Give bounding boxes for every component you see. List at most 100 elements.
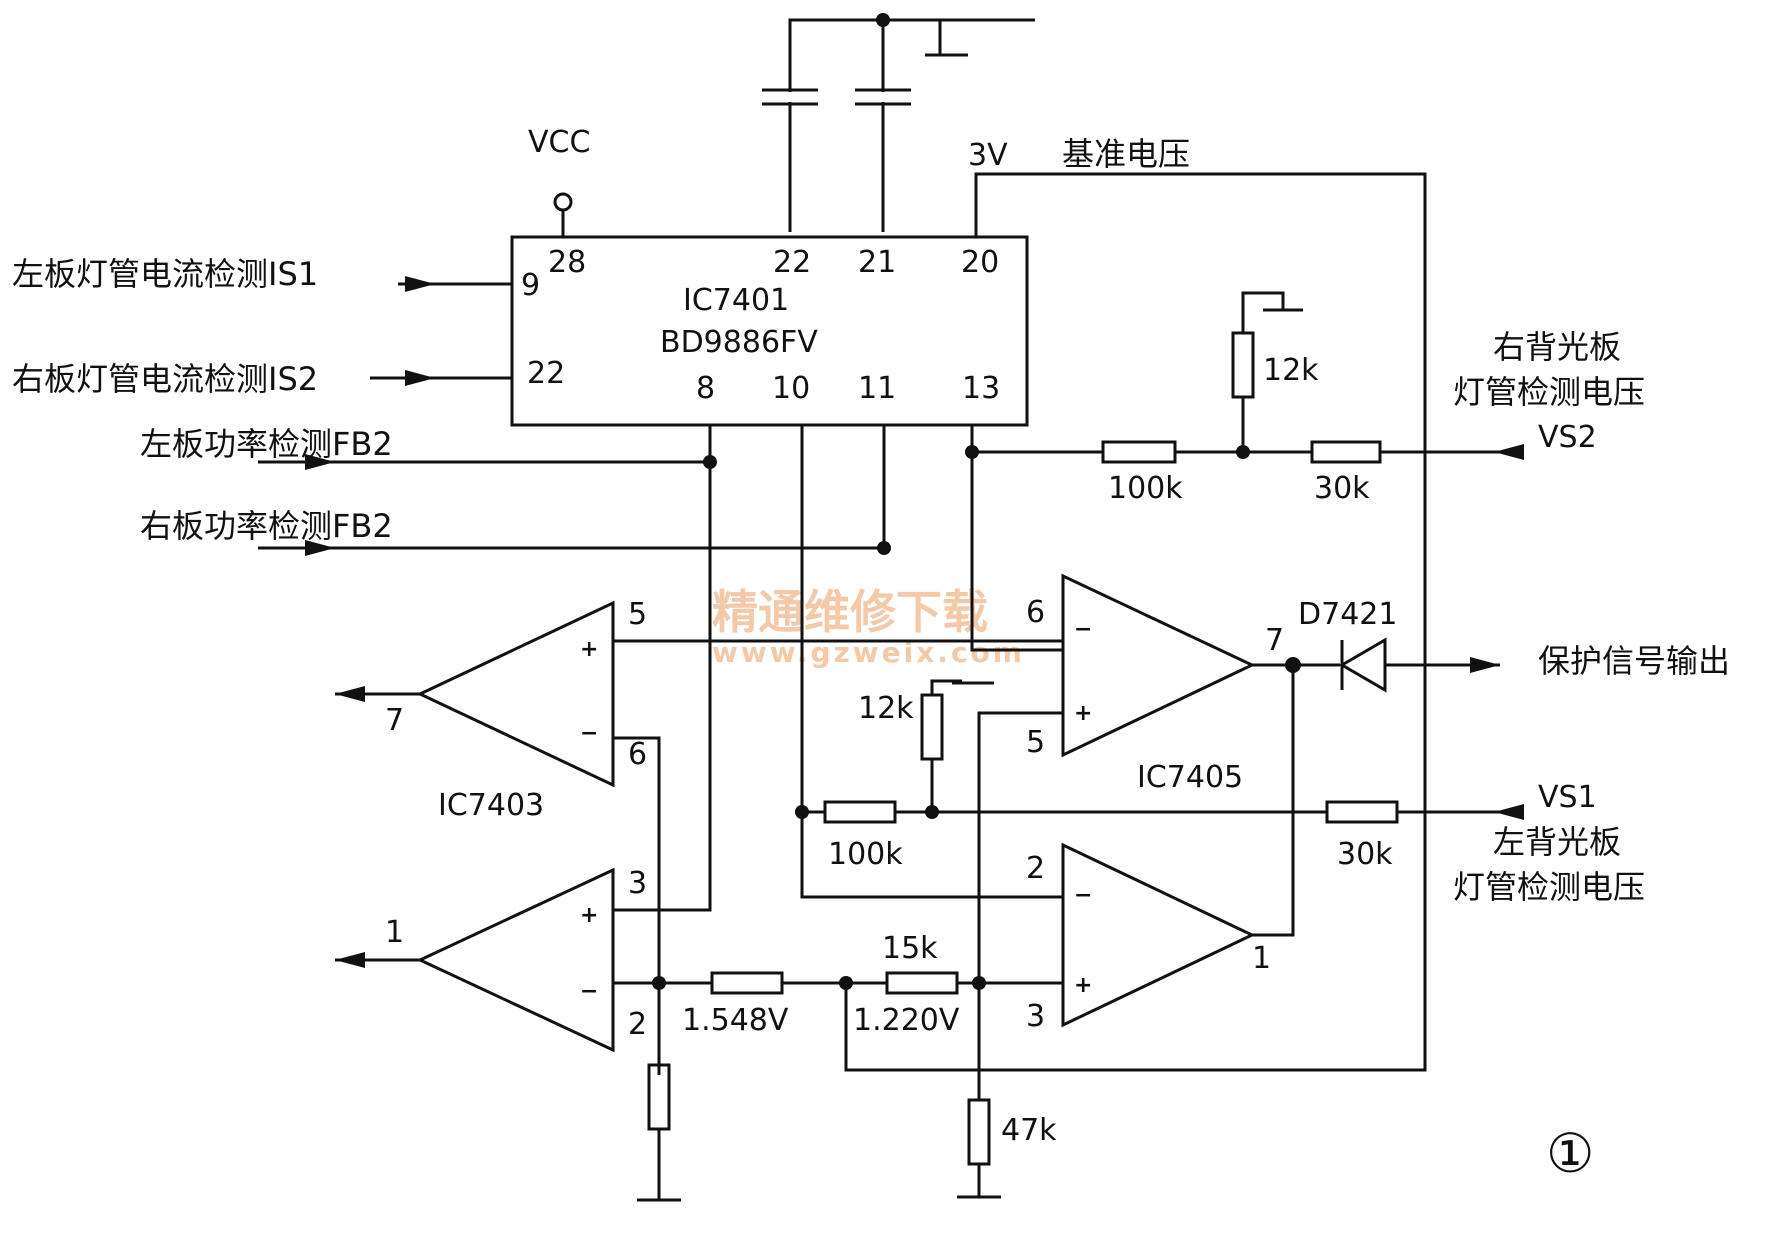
ic7403b-body	[416, 867, 615, 1053]
r15k-label: 15k	[882, 931, 938, 966]
ic7403b-pin-2: 2	[628, 1007, 647, 1042]
capacitor-pair	[762, 13, 1035, 232]
ic7403-ref: IC7403	[438, 788, 544, 823]
v1548-label: 1.548V	[682, 1003, 789, 1038]
vcc-pin: VCC	[528, 125, 590, 237]
ic7405a-pin-7: 7	[1265, 623, 1284, 658]
ic7403-b: + − 3 2 1	[335, 866, 711, 1053]
fb-right-arrow-icon	[305, 540, 335, 556]
vs1-label: VS1	[1538, 780, 1597, 815]
r12k-top-label: 12k	[1263, 353, 1319, 388]
ic7403a-body	[416, 600, 615, 788]
resistor-100k-top	[1101, 440, 1177, 464]
resistor-12k-mid	[920, 693, 944, 761]
ic7405-a: − + 6 5 7	[1026, 573, 1339, 760]
resistor-15k	[885, 971, 959, 995]
ic7403a-pin-5: 5	[628, 597, 647, 632]
ic7401-pin-20: 20	[961, 245, 999, 280]
r30k-top-label: 30k	[1314, 471, 1370, 506]
resistor-30k-bottom	[1325, 800, 1399, 824]
ic7405b-pin-2: 2	[1026, 851, 1045, 886]
vs2-desc-1: 右背光板	[1493, 328, 1621, 366]
ic7401: 9 28 22 21 20 22 8 10 11 13 IC7401 BD988…	[510, 235, 1029, 427]
v1220-label: 1.220V	[853, 1003, 960, 1038]
r47k-label: 47k	[1001, 1113, 1057, 1148]
r100k-top-label: 100k	[1108, 471, 1183, 506]
ic7405-ref: IC7405	[1137, 760, 1243, 795]
ic7405a-pin-6: 6	[1026, 595, 1045, 630]
vs2-arrow-icon	[1494, 444, 1524, 460]
ic7403b-plus: +	[580, 903, 598, 928]
ic7405a-pin-5: 5	[1026, 725, 1045, 760]
ic7401-pin-11: 11	[858, 371, 896, 406]
ic7403a-minus: −	[580, 721, 598, 746]
vs2-network: 12k 100k 30k VS2 右背光板 灯管检测电压	[972, 291, 1645, 506]
fb-left-input: 左板功率检测FB2	[140, 425, 710, 470]
vs1-network: 12k 100k 30k VS1 左背光板 灯管检测电压	[802, 679, 1645, 906]
is1-arrow-icon	[405, 276, 435, 292]
ic7405b-body	[1061, 842, 1256, 1028]
ic7405a-body	[1061, 573, 1256, 758]
fb-right-label: 右板功率检测FB2	[140, 507, 393, 545]
ic7403b-minus: −	[580, 979, 598, 1004]
junction-dot	[877, 541, 891, 555]
net-pin10	[800, 425, 1063, 899]
reference-voltage-net: 3V 基准电压	[844, 135, 1427, 1072]
ic7405b-minus: −	[1074, 883, 1092, 908]
protect-arrow-icon	[1470, 657, 1500, 673]
fb-left-label: 左板功率检测FB2	[140, 425, 393, 463]
ic7405b-output-wire	[1252, 665, 1295, 937]
resistor-100k-bottom	[823, 800, 897, 824]
diode-d7421: D7421	[1298, 597, 1500, 693]
vs2-label: VS2	[1538, 420, 1597, 455]
ic7401-pin-10: 10	[772, 371, 810, 406]
ic7403a-output-arrow-icon	[335, 686, 365, 702]
watermark: 精通维修下载 www.gzweix.com	[712, 585, 1022, 669]
ref-voltage: 3V	[968, 138, 1008, 173]
ic7401-pin-13: 13	[962, 371, 1000, 406]
ic7403a-minus-wire	[613, 736, 661, 1070]
protect-output-label: 保护信号输出	[1538, 642, 1730, 680]
diode-triangle-icon	[1339, 637, 1387, 693]
ic7401-part: BD9886FV	[660, 325, 818, 360]
net-pin8	[612, 425, 712, 912]
figure-number: ①	[1546, 1122, 1594, 1185]
resistor-30k-top	[1310, 440, 1382, 464]
divider-chain: 1.548V 1.220V 15k	[637, 931, 1063, 1202]
vcc-terminal-icon	[553, 192, 573, 212]
junction-dot	[652, 976, 666, 990]
r30k-bottom-label: 30k	[1337, 837, 1393, 872]
ic7401-pin-9: 9	[521, 268, 540, 303]
net-pin13	[970, 425, 1063, 652]
wire	[930, 679, 962, 695]
vs1-desc-1: 左背光板	[1493, 823, 1621, 861]
ic7401-ref: IC7401	[683, 283, 789, 318]
junction-dot	[703, 455, 717, 469]
ic7403a-pin-7: 7	[385, 703, 404, 738]
vs1-arrow-icon	[1494, 804, 1524, 820]
ic7405b-pin-1: 1	[1252, 941, 1271, 976]
junction-dot	[1285, 657, 1301, 673]
is2-arrow-icon	[405, 370, 435, 386]
ic7403b-pin-3: 3	[628, 866, 647, 901]
ic7405a-plus: +	[1074, 701, 1092, 726]
ref-wire	[844, 172, 1427, 1072]
diode-label: D7421	[1298, 597, 1397, 632]
is2-input: 右板灯管电流检测IS2	[12, 360, 512, 398]
resistor-12k-top	[1231, 331, 1255, 399]
wire	[977, 711, 1063, 1100]
vs2-desc-2: 灯管检测电压	[1453, 373, 1645, 411]
ic7403b-output-arrow-icon	[335, 952, 365, 968]
is2-label: 右板灯管电流检测IS2	[12, 360, 318, 398]
ic7401-pin-8: 8	[696, 371, 715, 406]
fb-left-arrow-icon	[305, 454, 335, 470]
ic7403a-pin-6: 6	[628, 737, 647, 772]
ic7405-b: − + 2 3 1	[1026, 657, 1301, 1034]
ic7405-plus-net: 47k	[957, 711, 1063, 1199]
ic7405b-plus: +	[1074, 973, 1092, 998]
fb-right-input: 右板功率检测FB2	[140, 507, 884, 556]
vs1-desc-2: 灯管检测电压	[1453, 868, 1645, 906]
wire	[1241, 291, 1285, 333]
ic7401-pin-22-bottom: 22	[527, 356, 565, 391]
